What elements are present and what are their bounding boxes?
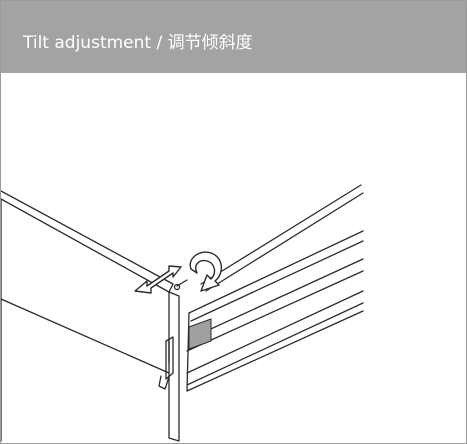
runner-rail-mid-2: [190, 240, 364, 322]
runner-rail-lower: [188, 258, 364, 340]
panel-title: Tilt adjustment / 调节倾斜度: [23, 33, 253, 53]
runner-shade: [188, 318, 212, 350]
runner-rail-top: [200, 184, 362, 285]
runner-rail-top-2: [205, 192, 364, 292]
rotate-arrow-icon: [189, 251, 222, 292]
runner-rail-bottom-2: [186, 302, 364, 386]
panel-header: Tilt adjustment / 调节倾斜度: [1, 1, 466, 73]
mount-bracket: [165, 336, 174, 380]
runner-front: [186, 312, 190, 392]
runner-rail-bottom-3: [186, 310, 364, 392]
side-panel-top-edge: [1, 190, 174, 285]
front-board-outline: [168, 291, 180, 442]
mount-clip: [158, 375, 170, 390]
side-panel-top-edge-inner: [1, 198, 170, 293]
side-panel-base: [1, 298, 170, 374]
runner-rail-bottom: [186, 290, 364, 374]
runner-rail-mid: [188, 230, 364, 314]
shaft-end: [173, 283, 181, 291]
drawer-tilt-illustration: [1, 184, 364, 442]
side-panel-top-end: [168, 283, 174, 293]
runner-rail-lower-2: [186, 270, 364, 352]
double-arrow-icon: [134, 265, 182, 294]
